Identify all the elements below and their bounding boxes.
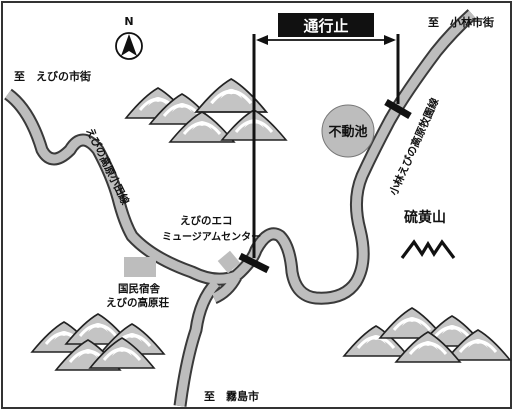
label-to-ebino: 至 えびの市街 <box>14 69 91 83</box>
pond-shape <box>321 104 375 158</box>
label-eco-center-1: えびのエコ <box>180 214 233 227</box>
pond-label: 不動池 <box>328 124 367 140</box>
north-arrow-icon <box>115 32 143 60</box>
label-to-kobayashi: 至 小林市街 <box>428 15 494 29</box>
road-closure-badge <box>278 13 374 37</box>
road-closure-marker <box>238 34 412 274</box>
north-label: N <box>124 15 133 28</box>
volcano-symbol-icon <box>400 239 456 259</box>
label-eco-center-2: ミュージアムセンター <box>162 231 261 243</box>
label-to-kirishima: 至 霧島市 <box>204 389 259 403</box>
label-mountain: 硫黄山 <box>404 209 446 226</box>
label-lodge-1: 国民宿舎 <box>118 282 160 295</box>
label-lodge-2: えびの高原荘 <box>106 296 169 309</box>
lodge-building <box>124 257 156 277</box>
road-network <box>3 9 477 407</box>
eco-center-building <box>217 250 241 274</box>
road-closure-label: 通行止 <box>303 17 348 35</box>
